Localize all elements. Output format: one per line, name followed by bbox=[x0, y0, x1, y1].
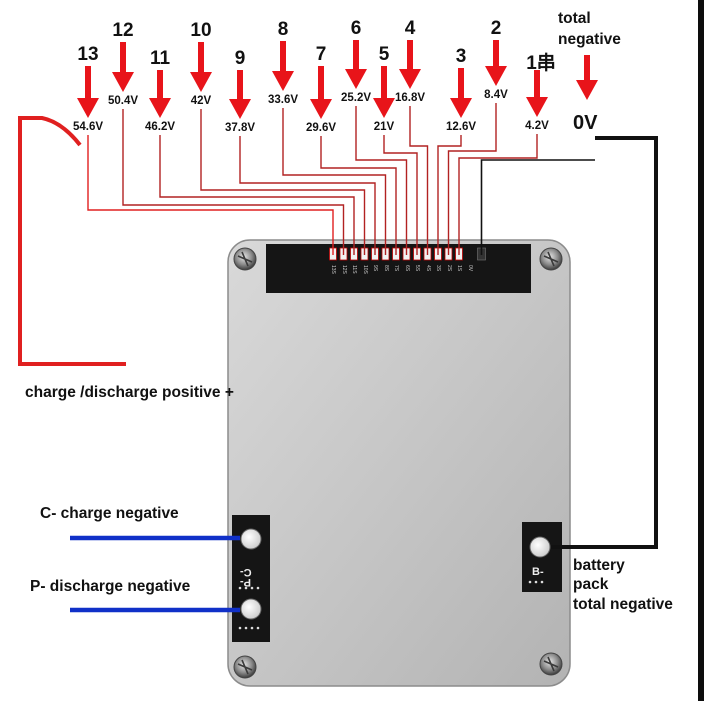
balance-wire-10 bbox=[409, 106, 429, 255]
pin-mark-4: 10S bbox=[361, 265, 368, 274]
pin-mark-1: 13S bbox=[330, 265, 336, 274]
cell-number-6: 8 bbox=[277, 19, 289, 40]
cell-voltage-7: 29.6V bbox=[305, 122, 337, 134]
cell-number-3: 11 bbox=[149, 48, 171, 69]
cell-voltage-3: 46.2V bbox=[144, 121, 176, 133]
p-minus-pad bbox=[240, 598, 262, 620]
p-minus-label: P- discharge negative bbox=[30, 578, 191, 595]
cell-voltage-6: 33.6V bbox=[267, 94, 299, 106]
pin-mark-2: 12S bbox=[340, 265, 347, 274]
balance-wire-7 bbox=[320, 136, 397, 255]
balance-wire-11 bbox=[437, 135, 462, 255]
cell-voltage-12: 8.4V bbox=[484, 89, 508, 101]
battery-label-line1: battery bbox=[573, 557, 625, 574]
cell-voltage-13: 4.2V bbox=[525, 120, 549, 132]
b-minus-pad-label: B- bbox=[532, 566, 544, 578]
pin-mark-11: 3S bbox=[435, 265, 441, 272]
cell-arrow-9 bbox=[373, 66, 395, 118]
c-minus-pad bbox=[240, 528, 262, 550]
total-negative-wire bbox=[551, 136, 658, 549]
cell-voltage-5: 37.8V bbox=[224, 122, 256, 134]
cell-number-8: 6 bbox=[350, 18, 362, 39]
cell-voltage-1: 54.6V bbox=[72, 121, 104, 133]
cell-arrow-11 bbox=[450, 68, 472, 118]
balance-wire-3 bbox=[159, 135, 355, 255]
pad-dots bbox=[238, 580, 544, 630]
balance-wire-5 bbox=[239, 136, 376, 255]
pin-mark-10: 4S bbox=[424, 265, 431, 272]
cell-number-9: 5 bbox=[378, 44, 390, 65]
battery-label-line3: total negative bbox=[573, 596, 673, 613]
pin-mark-8: 6S bbox=[403, 265, 410, 272]
board-plate bbox=[227, 239, 571, 687]
cell-arrow-1 bbox=[77, 66, 99, 118]
balance-wire-9 bbox=[383, 135, 418, 255]
battery-label-line2: pack bbox=[573, 576, 609, 593]
image-edge bbox=[698, 0, 704, 701]
cell-voltage-11: 12.6V bbox=[445, 121, 477, 133]
cell-arrow-12 bbox=[485, 40, 507, 86]
balance-wire-2 bbox=[122, 109, 345, 255]
balance-wire-4 bbox=[200, 109, 366, 255]
cell-arrow-6 bbox=[272, 41, 294, 91]
c-minus-label: C- charge negative bbox=[40, 505, 179, 522]
cell-arrow-10 bbox=[399, 40, 421, 89]
charge-discharge-positive-label: charge /discharge positive + bbox=[25, 384, 234, 401]
balance-wire-8 bbox=[355, 106, 408, 255]
cell-arrow-2 bbox=[112, 42, 134, 92]
sense-connector bbox=[329, 247, 486, 261]
pin-mark-5: 9S bbox=[372, 265, 378, 272]
b-minus-pad bbox=[529, 536, 551, 558]
balance-wire-13 bbox=[458, 134, 538, 255]
cell-number-12: 2 bbox=[490, 18, 502, 39]
cell-voltage-8: 25.2V bbox=[340, 92, 372, 104]
balance-wire-12 bbox=[447, 103, 497, 255]
pin-mark-9: 5S bbox=[414, 265, 420, 272]
cell-number-4: 10 bbox=[190, 20, 212, 41]
balance-wire-1 bbox=[87, 135, 334, 255]
cell-number-11: 3 bbox=[455, 46, 467, 67]
pin-mark-12: 2S bbox=[445, 265, 452, 272]
cell-voltage-9: 21V bbox=[373, 121, 395, 133]
pin-mark-7: 7S bbox=[393, 265, 399, 272]
cell-number-10: 4 bbox=[404, 18, 416, 39]
pin-mark-6: 8S bbox=[382, 265, 389, 272]
pin-mark-3: 11S bbox=[351, 265, 357, 274]
total-negative-voltage: 0V bbox=[573, 112, 598, 134]
balance-wire-ground bbox=[480, 159, 595, 255]
pin-mark-14: 0V bbox=[466, 265, 473, 272]
cell-number-2: 12 bbox=[112, 20, 134, 41]
cell-number-1: 13 bbox=[77, 44, 99, 65]
pin-mark-13: 1S bbox=[456, 265, 462, 272]
total-negative-line1: total bbox=[558, 10, 591, 27]
cell-arrows bbox=[77, 40, 548, 119]
cell-voltage-10: 16.8V bbox=[394, 92, 426, 104]
cell-number-13: 1串 bbox=[526, 53, 556, 74]
cell-number-7: 7 bbox=[315, 44, 327, 65]
positive-wire bbox=[18, 116, 126, 366]
total-negative-arrow bbox=[576, 55, 598, 100]
cell-arrow-8 bbox=[345, 40, 367, 89]
cell-number-5: 9 bbox=[234, 48, 246, 69]
cell-arrow-7 bbox=[310, 66, 332, 119]
cell-arrow-3 bbox=[149, 70, 171, 118]
total-negative-line2: negative bbox=[558, 31, 621, 48]
cell-arrow-5 bbox=[229, 70, 251, 119]
balance-wire-6 bbox=[282, 108, 387, 255]
cell-voltage-2: 50.4V bbox=[107, 95, 139, 107]
balance-wires bbox=[87, 103, 595, 255]
cell-arrow-4 bbox=[190, 42, 212, 92]
p-minus-pad-label: P- bbox=[240, 576, 251, 588]
cell-voltage-4: 42V bbox=[190, 95, 212, 107]
cell-arrow-13 bbox=[526, 70, 548, 117]
screws bbox=[233, 247, 563, 679]
bms-board bbox=[227, 239, 571, 687]
